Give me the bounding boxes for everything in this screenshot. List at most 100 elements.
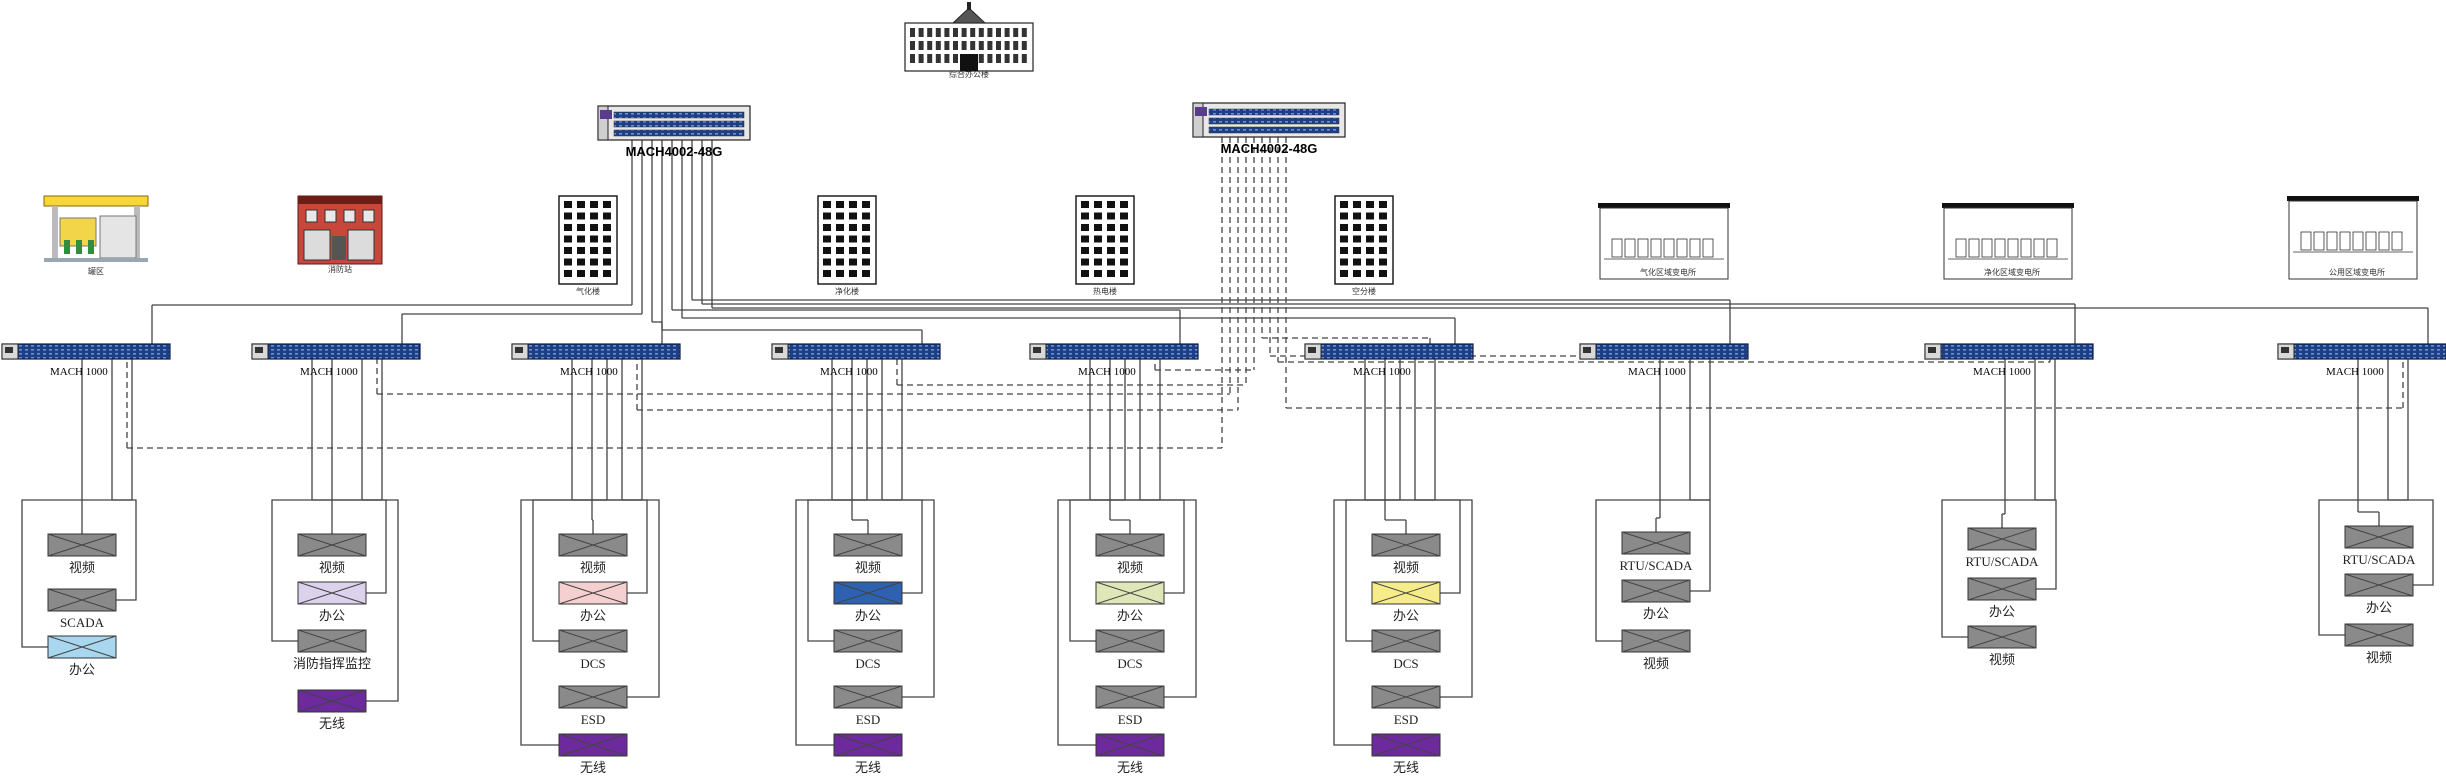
office-building-icon xyxy=(558,195,618,285)
device-box xyxy=(1371,685,1441,709)
top-building-label: 综合办公楼 xyxy=(949,69,989,79)
fire-station-icon xyxy=(297,195,383,265)
building-label: 气化区域变电所 xyxy=(1640,267,1696,277)
substation-icon xyxy=(1942,203,2074,280)
device-label: DCS xyxy=(1393,656,1418,671)
access-switch-label: MACH 1000 xyxy=(50,366,108,378)
device-label: 无线 xyxy=(580,760,606,775)
device-box xyxy=(1371,581,1441,605)
office-hall-icon xyxy=(904,2,1034,72)
device-box xyxy=(558,581,628,605)
substation-icon xyxy=(2287,196,2419,280)
device-box xyxy=(1967,625,2037,649)
device-box xyxy=(558,733,628,757)
device-label: ESD xyxy=(581,712,606,727)
device-label: ESD xyxy=(1394,712,1419,727)
building-label: 净化楼 xyxy=(835,286,859,296)
device-scada xyxy=(47,588,117,612)
device-label: SCADA xyxy=(60,615,105,630)
device-label: RTU/SCADA xyxy=(1620,558,1694,573)
device-label: 视频 xyxy=(1643,656,1669,671)
device-box xyxy=(1095,733,1165,757)
device-box xyxy=(558,685,628,709)
access-switch xyxy=(2277,343,2446,360)
building-label: 公用区域变电所 xyxy=(2329,267,2385,277)
device-box xyxy=(2344,623,2414,647)
device-label: 视频 xyxy=(319,560,345,575)
device-label: 办公 xyxy=(1643,606,1669,621)
device-label: 办公 xyxy=(69,662,95,677)
core-switch-2 xyxy=(1192,102,1346,138)
core-switch-1 xyxy=(597,105,751,141)
device-scada xyxy=(1621,531,1691,555)
access-switch xyxy=(1579,343,1749,360)
device-box xyxy=(297,581,367,605)
building-label: 热电楼 xyxy=(1093,286,1117,296)
device-box xyxy=(1967,577,2037,601)
device-label: 无线 xyxy=(1393,760,1419,775)
device-label: 办公 xyxy=(1117,608,1143,623)
device-box xyxy=(1621,629,1691,653)
device-box xyxy=(833,533,903,557)
device-box xyxy=(47,635,117,659)
device-box xyxy=(1371,629,1441,653)
access-switch xyxy=(771,343,941,360)
device-label: DCS xyxy=(855,656,880,671)
device-box xyxy=(833,685,903,709)
device-box xyxy=(833,733,903,757)
device-label: ESD xyxy=(1118,712,1143,727)
device-label: 视频 xyxy=(1117,560,1143,575)
device-box xyxy=(558,629,628,653)
access-switch-label: MACH 1000 xyxy=(2326,366,2384,378)
access-switch xyxy=(1924,343,2094,360)
device-label: 无线 xyxy=(1117,760,1143,775)
device-label: 无线 xyxy=(319,716,345,731)
device-label: 办公 xyxy=(1393,608,1419,623)
device-scada xyxy=(2344,525,2414,549)
device-box xyxy=(833,581,903,605)
device-label: 视频 xyxy=(580,560,606,575)
device-label: 视频 xyxy=(1989,652,2015,667)
device-label: DCS xyxy=(1117,656,1142,671)
device-box xyxy=(558,533,628,557)
building-label: 净化区域变电所 xyxy=(1984,267,2040,277)
device-label: DCS xyxy=(580,656,605,671)
access-switch-label: MACH 1000 xyxy=(1078,366,1136,378)
device-box xyxy=(1371,533,1441,557)
office-building-icon xyxy=(1075,195,1135,285)
access-switch-label: MACH 1000 xyxy=(1628,366,1686,378)
device-label: 视频 xyxy=(69,560,95,575)
building-label: 消防站 xyxy=(328,264,352,274)
device-box xyxy=(833,629,903,653)
device-label: RTU/SCADA xyxy=(1966,554,2040,569)
device-label: 视频 xyxy=(1393,560,1419,575)
device-label: 办公 xyxy=(855,608,881,623)
access-switch xyxy=(1029,343,1199,360)
device-box xyxy=(297,533,367,557)
core-switch-label: MACH4002-48G xyxy=(1221,141,1318,156)
device-scada xyxy=(1967,527,2037,551)
access-switch xyxy=(511,343,681,360)
device-box xyxy=(1621,579,1691,603)
access-switch-label: MACH 1000 xyxy=(300,366,358,378)
substation-icon xyxy=(1598,203,1730,280)
device-box xyxy=(297,629,367,653)
access-switch-label: MACH 1000 xyxy=(1353,366,1411,378)
device-label: RTU/SCADA xyxy=(2343,552,2417,567)
device-label: 消防指挥监控 xyxy=(293,656,371,671)
device-box xyxy=(2344,573,2414,597)
core-switch-label: MACH4002-48G xyxy=(626,144,723,159)
device-box xyxy=(1095,629,1165,653)
device-label: 办公 xyxy=(580,608,606,623)
access-switch-label: MACH 1000 xyxy=(1973,366,2031,378)
device-label: 视频 xyxy=(855,560,881,575)
device-label: 办公 xyxy=(319,608,345,623)
access-switch-label: MACH 1000 xyxy=(560,366,618,378)
device-label: 办公 xyxy=(1989,604,2015,619)
device-box xyxy=(1095,581,1165,605)
device-label: ESD xyxy=(856,712,881,727)
access-switch xyxy=(1,343,171,360)
device-box xyxy=(47,533,117,557)
device-box xyxy=(297,689,367,713)
device-label: 无线 xyxy=(855,760,881,775)
